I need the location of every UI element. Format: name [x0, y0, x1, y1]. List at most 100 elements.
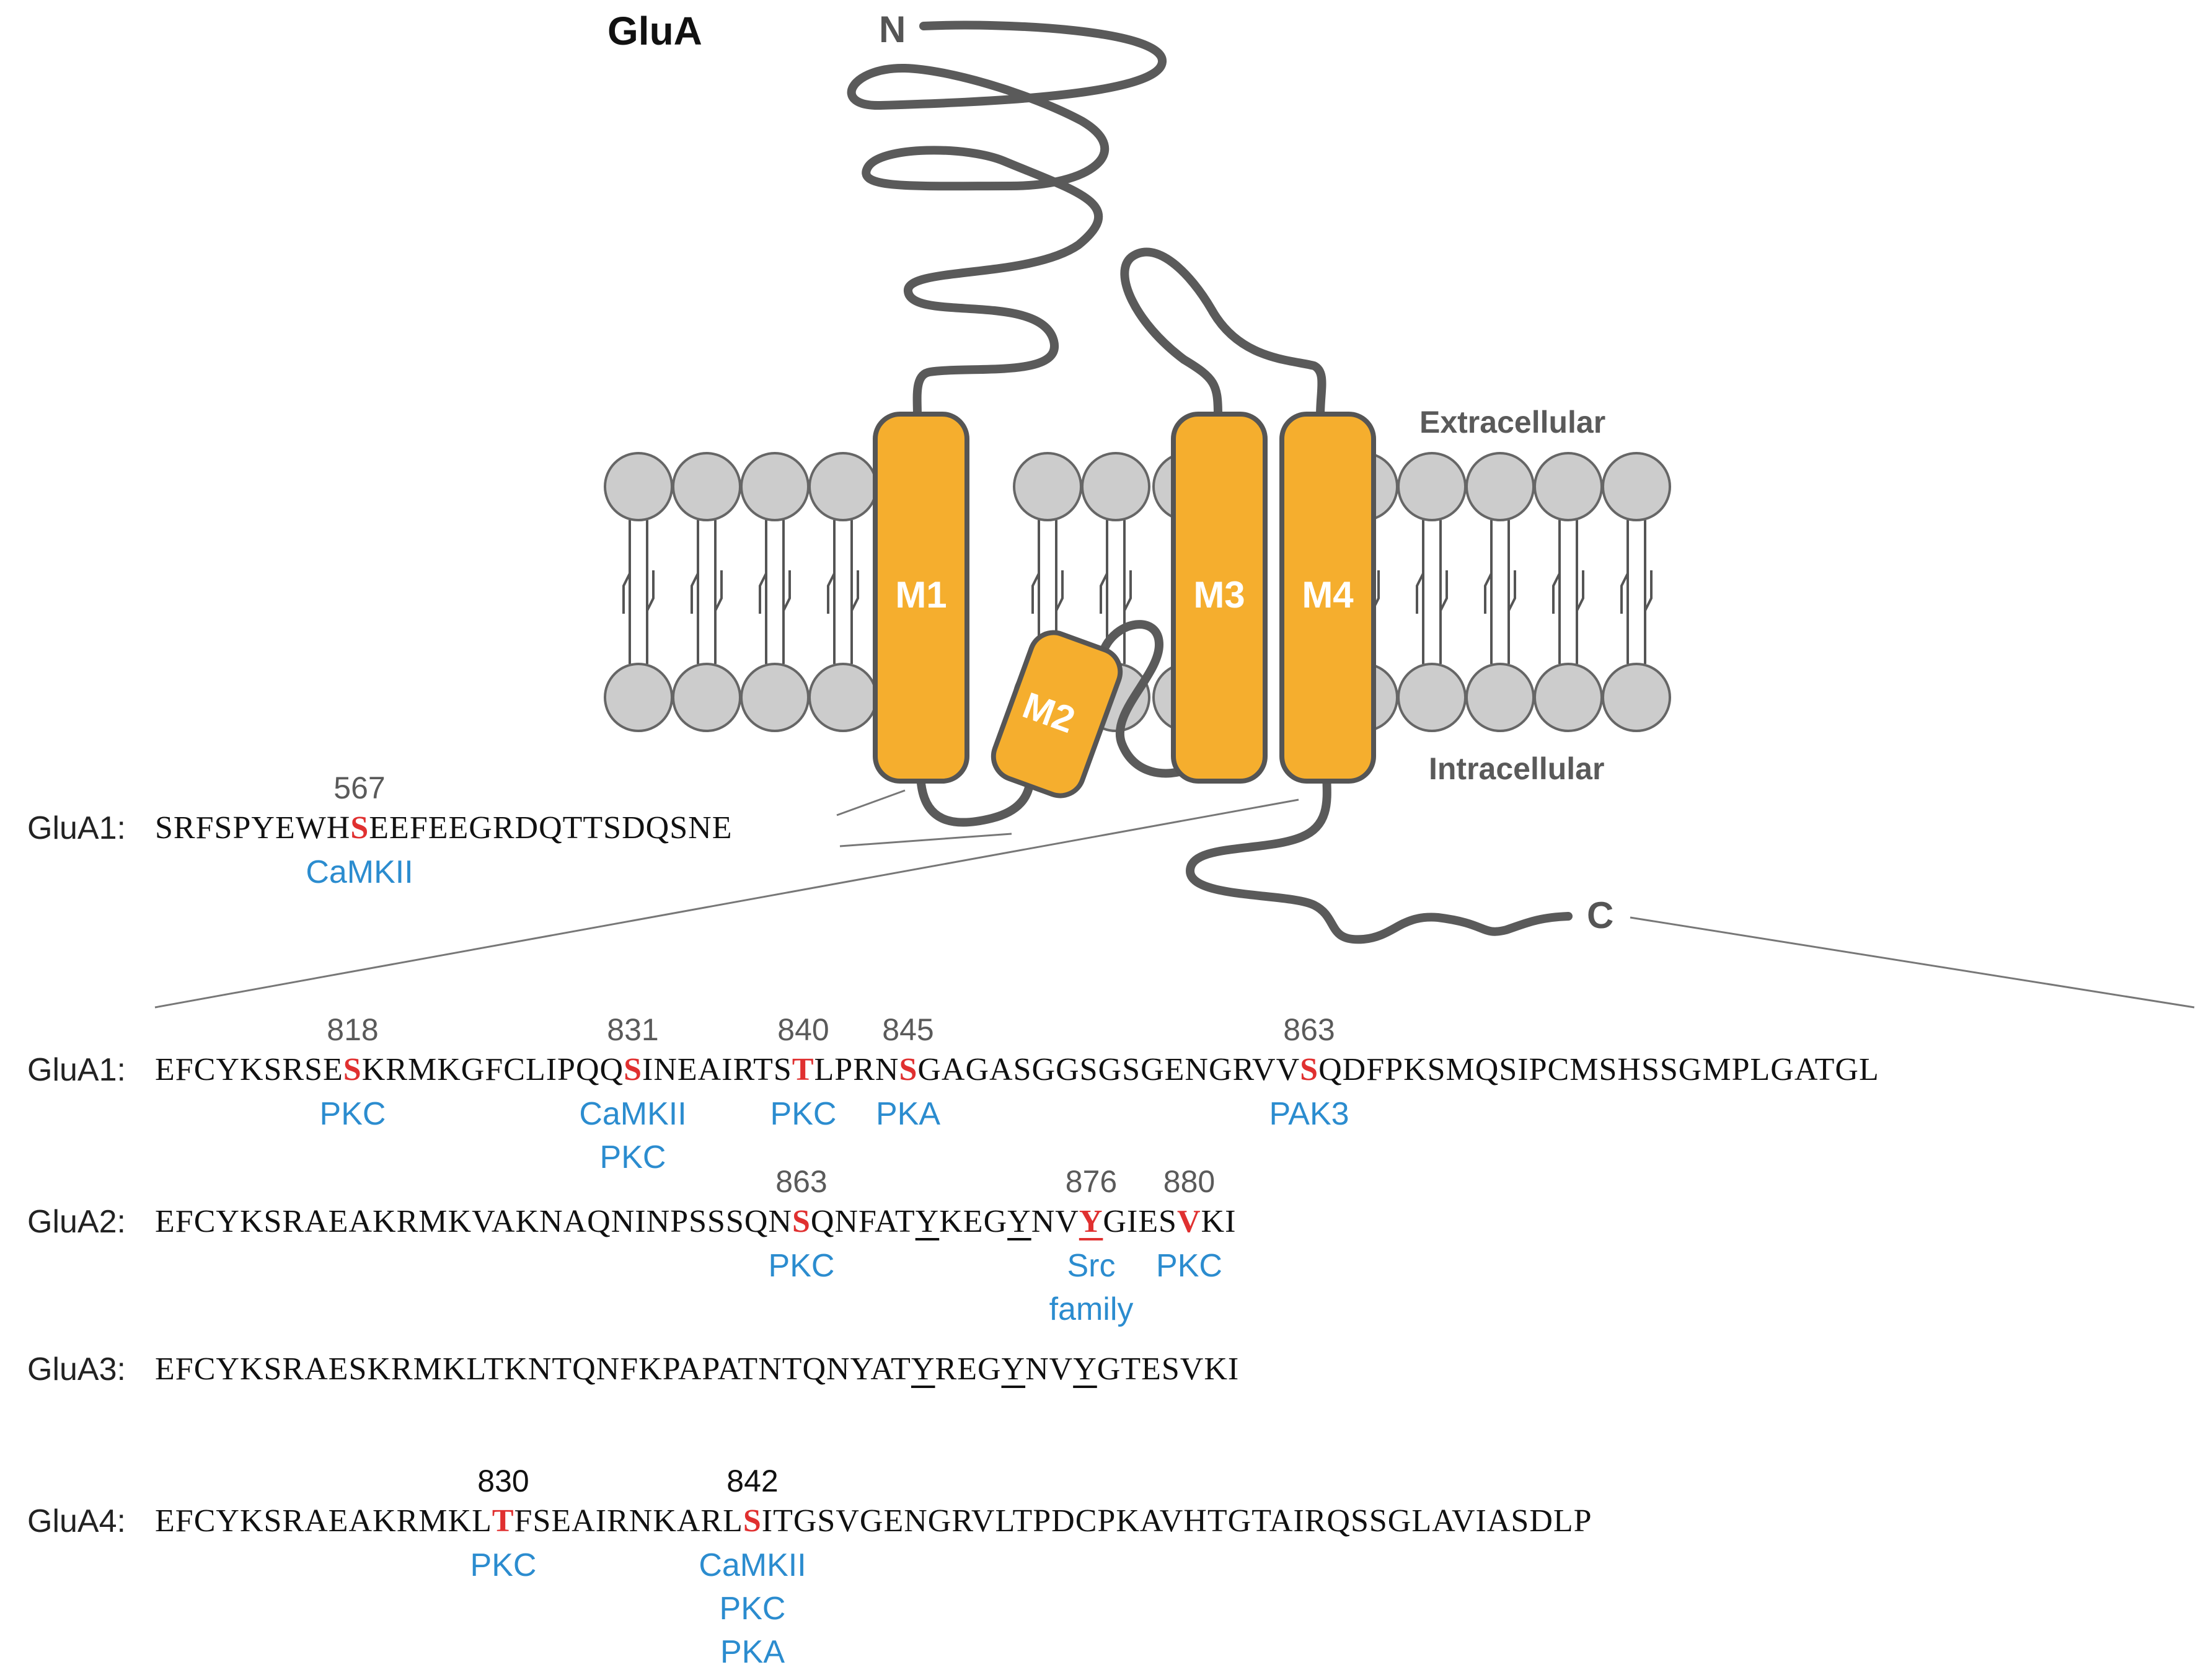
- residue: Y: [850, 1351, 871, 1387]
- lipid-tails: [1031, 520, 1064, 664]
- residue: S: [263, 1204, 283, 1239]
- residue: N: [826, 1351, 850, 1387]
- residue: F: [485, 1052, 504, 1087]
- lipid-tails: [827, 520, 859, 664]
- lipid-head: [1465, 663, 1535, 732]
- residue: A: [563, 1204, 588, 1239]
- residue: R: [282, 1052, 305, 1087]
- residue: T: [552, 1351, 573, 1387]
- residue: S: [1161, 1351, 1180, 1387]
- ctail-glua1-sequence: EFCYKSRSESKRMKGFCLIPQQSINEAIRTSTLPRNSGAG…: [155, 1054, 1879, 1086]
- lipid-tails: [1552, 520, 1584, 664]
- residue: G: [1678, 1052, 1703, 1087]
- residue: T: [738, 1351, 759, 1387]
- residue: S: [348, 1351, 368, 1387]
- residue: Y: [1073, 1351, 1097, 1387]
- residue: F: [514, 1503, 533, 1539]
- residue: R: [282, 1351, 305, 1387]
- residue: H: [1183, 1503, 1207, 1539]
- residue: G: [1835, 1052, 1859, 1087]
- residue: N: [1025, 1351, 1049, 1387]
- ctail-glua1-kinase-label: PKC: [320, 1092, 386, 1136]
- residue: E: [155, 1503, 175, 1539]
- residue: S: [725, 1204, 744, 1239]
- residue: T: [773, 1503, 793, 1539]
- residue: S: [603, 810, 622, 846]
- residue: T: [1207, 1503, 1228, 1539]
- ctail-glua1-kinase-label: PAK3: [1269, 1092, 1349, 1136]
- residue: N: [596, 1351, 620, 1387]
- m3-helix: [1171, 412, 1268, 784]
- residue: G: [1208, 1052, 1233, 1087]
- lipid-head: [1602, 452, 1671, 521]
- residue: F: [175, 1503, 194, 1539]
- residue: A: [1794, 1052, 1815, 1087]
- residue: I: [1517, 1052, 1529, 1087]
- n-terminus-label: N: [879, 9, 906, 50]
- residue: R: [700, 1503, 723, 1539]
- phosphorylation-site-residue: T: [792, 1052, 814, 1087]
- lipid-head: [604, 452, 673, 521]
- lipid-tails: [622, 520, 655, 664]
- residue: R: [173, 810, 196, 846]
- residue: A: [304, 1204, 329, 1239]
- ctail-glua1-kinase-label: PKA: [876, 1092, 940, 1136]
- residue: V: [1159, 1503, 1184, 1539]
- residue: T: [782, 1351, 803, 1387]
- ctail-glua4-kinase-label: PKC: [470, 1544, 537, 1587]
- lipid-tails: [691, 520, 723, 664]
- residue: Q: [599, 1052, 624, 1087]
- residue: E: [1141, 1351, 1162, 1387]
- residue: G: [1141, 1052, 1165, 1087]
- residue: D: [1342, 1052, 1367, 1087]
- kinase-name: CaMKII: [699, 1547, 806, 1583]
- residue: Y: [251, 810, 275, 846]
- residue: K: [442, 1351, 467, 1387]
- residue: F: [858, 1204, 875, 1239]
- residue: N: [539, 1204, 563, 1239]
- residue: N: [611, 1204, 635, 1239]
- ctail-glua1-site-number: 818: [327, 1012, 379, 1047]
- lipid-head: [1465, 452, 1535, 521]
- lipid-head: [1397, 663, 1467, 732]
- residue: E: [328, 1204, 349, 1239]
- residue: E: [275, 810, 296, 846]
- lipid-tails: [759, 520, 791, 664]
- residue: V: [472, 1204, 492, 1239]
- residue: K: [1204, 1351, 1228, 1387]
- kinase-name: PKC: [719, 1591, 786, 1627]
- lipid-head: [1397, 452, 1467, 521]
- residue: T: [583, 810, 604, 846]
- residue: Q: [810, 1204, 835, 1239]
- ctail-glua1-label: GluA1:: [27, 1052, 126, 1088]
- residue: V: [1451, 1503, 1476, 1539]
- residue: K: [638, 1351, 663, 1387]
- residue: E: [323, 1052, 343, 1087]
- residue: P: [557, 1052, 576, 1087]
- residue: S: [1659, 1052, 1679, 1087]
- residue: Q: [1318, 1052, 1343, 1087]
- residue: S: [155, 810, 174, 846]
- residue: E: [155, 1204, 175, 1239]
- residue: I: [595, 1503, 607, 1539]
- m3-m4-extracellular-loop: [1120, 247, 1326, 420]
- residue: C: [503, 1052, 526, 1087]
- ctail-glua2-site-number: 880: [1163, 1164, 1216, 1199]
- residue: P: [834, 1052, 854, 1087]
- residue: L: [995, 1503, 1013, 1539]
- residue: F: [175, 1204, 194, 1239]
- kinase-name: PAK3: [1269, 1096, 1349, 1132]
- residue: G: [1387, 1503, 1412, 1539]
- residue: R: [386, 1052, 408, 1087]
- residue: D: [1529, 1503, 1553, 1539]
- residue: R: [1232, 1052, 1253, 1087]
- residue: L: [466, 1351, 484, 1387]
- loop-glua1-label: GluA1:: [27, 810, 126, 846]
- residue: Y: [216, 1503, 240, 1539]
- residue: S: [532, 1503, 552, 1539]
- c-terminus-label: C: [1587, 895, 1614, 936]
- zoom-connector-lines: [154, 789, 2195, 1009]
- residue: M: [1702, 1052, 1732, 1087]
